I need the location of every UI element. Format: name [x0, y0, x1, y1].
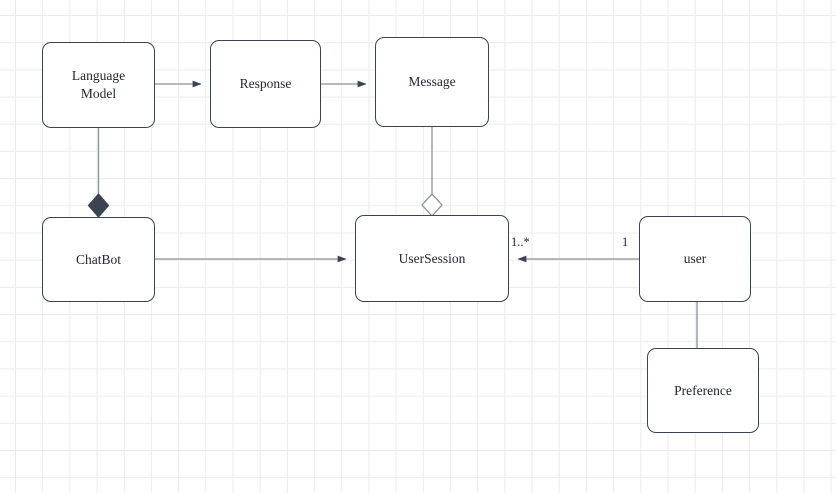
- edge-language-model-to-chatbot-composition: [87, 128, 110, 218]
- filled-diamond-icon: [87, 193, 110, 218]
- node-usersession[interactable]: UserSession: [355, 215, 509, 302]
- edge-label-multiplicity-many: 1..*: [511, 235, 530, 249]
- node-chatbot[interactable]: ChatBot: [42, 217, 155, 302]
- node-label-usersession: UserSession: [398, 250, 466, 266]
- node-label-response: Response: [239, 76, 292, 92]
- node-label-chatbot: ChatBot: [75, 251, 121, 267]
- node-label-preference: Preference: [674, 382, 732, 398]
- edge-message-to-usersession-aggregation: [421, 127, 443, 217]
- node-label-message: Message: [408, 74, 456, 90]
- node-label-language-model: Language Model: [71, 68, 126, 101]
- edge-label-multiplicity-one: 1: [622, 235, 629, 249]
- node-response[interactable]: Response: [210, 40, 321, 128]
- node-message[interactable]: Message: [375, 37, 489, 127]
- node-preference[interactable]: Preference: [647, 348, 759, 433]
- node-language-model[interactable]: Language Model: [42, 42, 155, 128]
- node-user[interactable]: user: [639, 216, 751, 302]
- hollow-diamond-icon: [421, 193, 443, 217]
- node-label-user: user: [683, 251, 707, 267]
